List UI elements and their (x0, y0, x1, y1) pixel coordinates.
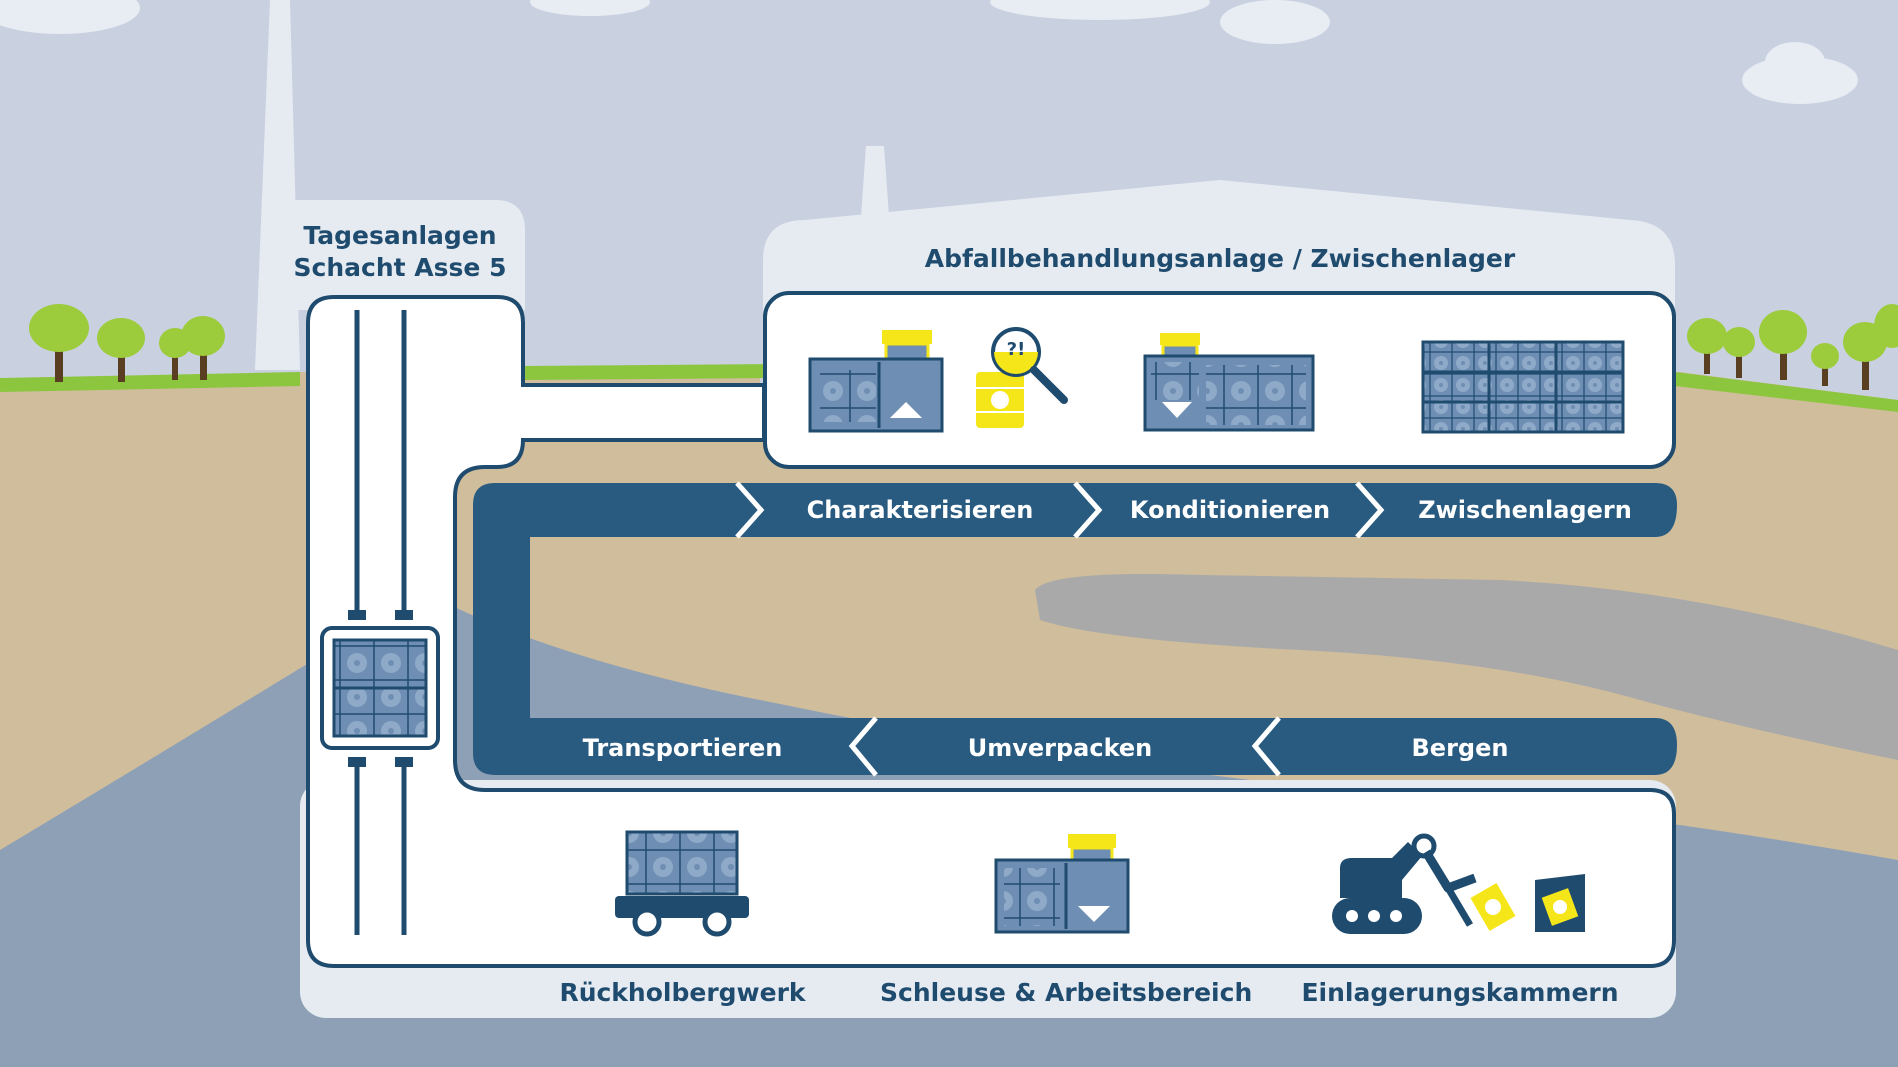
clouds (0, 0, 1858, 104)
grass-middle (520, 364, 780, 380)
area-schleuse-arbeitsbereich: Schleuse & Arbeitsbereich (880, 978, 1253, 1007)
interim-storage-stack-icon (1421, 340, 1625, 434)
trees-right (1687, 304, 1898, 390)
surface-heading-line-2: Schacht Asse 5 (293, 253, 507, 282)
shaft-tunnel (306, 295, 1676, 968)
treatment-heading: Abfallbehandlungsanlage / Zwischenlager (924, 244, 1516, 273)
transport-cart-icon (615, 830, 749, 937)
repack-container-icon (994, 834, 1130, 934)
step-charakterisieren: Charakterisieren (806, 496, 1034, 524)
flow-band (473, 483, 1677, 775)
chimney-left (255, 0, 300, 370)
step-transportieren: Transportieren (582, 734, 783, 762)
grass-left (0, 372, 300, 392)
container-unload-icon (808, 330, 944, 433)
hoist-cage-icon (320, 626, 440, 750)
step-zwischenlagern: Zwischenlagern (1418, 496, 1632, 524)
grass-right (1675, 372, 1898, 412)
retrieval-excavator-icon (1332, 833, 1585, 934)
flow-chevrons (735, 481, 1385, 777)
question-mark: ?! (1007, 339, 1026, 360)
step-bergen: Bergen (1411, 734, 1509, 762)
area-rueckholbergwerk: Rückholbergwerk (559, 978, 806, 1007)
barrel-inspection-icon: ?! (976, 327, 1068, 428)
container-packed-icon (1143, 333, 1315, 432)
surface-panel (295, 200, 525, 310)
grey-layer (1035, 574, 1898, 760)
rail-ends (348, 610, 413, 767)
surface-heading-line-1: Tagesanlagen (303, 221, 497, 250)
trees-left (29, 304, 225, 382)
chimney-right (860, 146, 890, 230)
step-konditionieren: Konditionieren (1129, 496, 1331, 524)
surface-heading: Tagesanlagen Schacht Asse 5 (290, 220, 510, 284)
area-einlagerungskammern: Einlagerungskammern (1301, 978, 1619, 1007)
shaft-rails (354, 310, 407, 935)
step-umverpacken: Umverpacken (967, 734, 1153, 762)
